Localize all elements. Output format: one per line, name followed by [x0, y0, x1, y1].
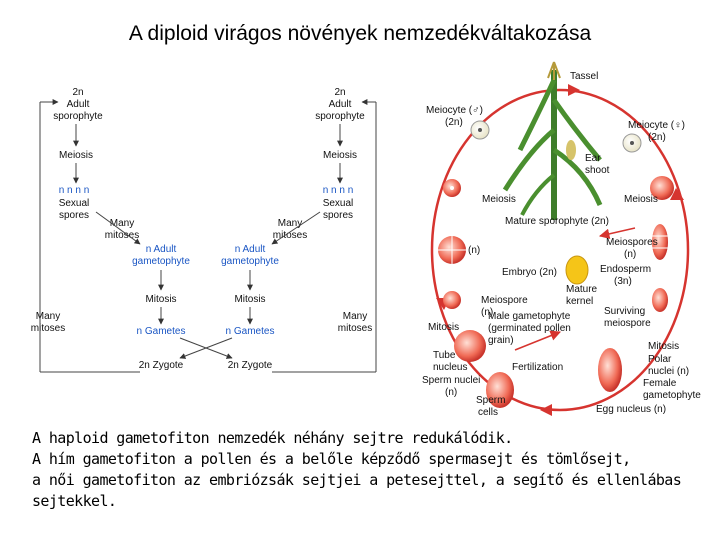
page-title: A diploid virágos növények nemzedékválta… [128, 22, 592, 45]
meiospore-label: Meiospore [481, 295, 528, 306]
female-gametophyte-label-1: Female [643, 378, 677, 389]
meiosis-right-label: Meiosis [624, 194, 658, 205]
right-zygote-label: 2n Zygote [228, 360, 273, 371]
egg-nucleus-label: Egg nucleus (n) [596, 404, 666, 415]
ear-shoot-label-2: shoot [585, 165, 610, 176]
sperm-cells-label-1: Sperm [476, 395, 505, 406]
right-spores-label: spores [323, 210, 353, 221]
left-mitoses-many: Many [110, 218, 134, 229]
cycle-ring [430, 88, 690, 412]
surviving-meiospore-label: meiospore [604, 318, 651, 329]
left-sporophyte-adult: Adult [67, 99, 90, 110]
left-gametophyte-label: gametophyte [132, 256, 190, 267]
left-mitoses-label: mitoses [105, 230, 139, 241]
right-sporophyte-adult: Adult [329, 99, 352, 110]
left-gametes-label: n Gametes [137, 326, 186, 337]
right-outer-mitoses-many: Many [343, 311, 367, 322]
surviving-label: Surviving [604, 306, 645, 317]
tube-nucleus-label-1: Tube [433, 350, 456, 361]
polar-nuclei-label-2: nuclei (n) [648, 366, 689, 377]
right-mitoses-many: Many [278, 218, 302, 229]
left-spores-label: spores [59, 210, 89, 221]
fertilization-label: Fertilization [512, 362, 563, 373]
sperm-nuclei-ploidy: (n) [445, 387, 457, 398]
meiocyte-male-label: Meiocyte (♂) [426, 105, 483, 116]
caption-line-3: a női gametofiton az embriózsák sejtjei … [32, 471, 682, 489]
meiocyte-female-ploidy: (2n) [648, 132, 666, 143]
left-spores-sexual: Sexual [59, 198, 90, 209]
n-label: (n) [468, 245, 480, 256]
right-mitoses-label: mitoses [273, 230, 307, 241]
right-outer-mitoses-label: mitoses [338, 323, 372, 334]
maize-life-cycle: Tassel Meiocyte (♂) (2n) Meiocyte (♀) (2… [422, 61, 701, 418]
right-sporophyte-label: sporophyte [315, 111, 365, 122]
left-spores-n: n n n n [59, 185, 90, 196]
mitosis-left-label: Mitosis [428, 322, 459, 333]
caption: A haploid gametofiton nemzedék néhány se… [32, 428, 712, 512]
meiosis-left-label: Meiosis [482, 194, 516, 205]
meiospore-ploidy: (n) [481, 307, 493, 318]
tube-nucleus-label-2: nucleus [433, 362, 467, 373]
male-gametophyte-detail-2: grain) [488, 335, 514, 346]
left-sporophyte-2n: 2n [72, 87, 83, 98]
endosperm-label: Endosperm [600, 264, 651, 275]
meiocyte-male-ploidy: (2n) [445, 117, 463, 128]
mature-sporophyte-label: Mature sporophyte (2n) [505, 216, 609, 227]
megaspores-ploidy: (n) [624, 249, 636, 260]
right-spores-sexual: Sexual [323, 198, 354, 209]
left-diagram-arrows [39, 99, 377, 373]
mature-kernel-label-1: Mature [566, 284, 598, 295]
sperm-nuclei-label: Sperm nuclei [422, 375, 480, 386]
right-spores-n: n n n n [323, 185, 354, 196]
left-outer-mitoses-label: mitoses [31, 323, 65, 334]
mature-kernel-label-2: kernel [566, 296, 593, 307]
left-zygote-label: 2n Zygote [139, 360, 184, 371]
right-gametes-label: n Gametes [226, 326, 275, 337]
male-gametophyte-label: Male gametophyte [488, 311, 571, 322]
caption-line-1: A haploid gametofiton nemzedék néhány se… [32, 429, 513, 447]
maize-plant-image [502, 61, 603, 220]
polar-nuclei-label-1: Polar [648, 354, 672, 365]
cycle-cells [438, 120, 674, 408]
left-cycle-diagram: 2n Adult sporophyte Meiosis n n n n Sexu… [31, 87, 377, 373]
right-meiosis-label: Meiosis [323, 150, 357, 161]
left-gametophyte-n: n Adult [146, 244, 177, 255]
tassel-label: Tassel [570, 71, 598, 82]
left-outer-mitoses-many: Many [36, 311, 60, 322]
left-sporophyte-label: sporophyte [53, 111, 103, 122]
female-gametophyte-label-2: gametophyte [643, 390, 701, 401]
megaspores-label: Meiospores [606, 237, 658, 248]
male-gametophyte-detail-1: (germinated pollen [488, 323, 571, 334]
left-mitosis-label: Mitosis [145, 294, 176, 305]
mitosis-right-label: Mitosis [648, 341, 679, 352]
caption-line-4: sejtekkel. [32, 492, 117, 510]
right-sporophyte-2n: 2n [334, 87, 345, 98]
right-mitosis-label: Mitosis [234, 294, 265, 305]
sperm-cells-label-2: cells [478, 407, 498, 418]
caption-line-2: A hím gametofiton a pollen és a belőle k… [32, 450, 631, 468]
right-gametophyte-label: gametophyte [221, 256, 279, 267]
ear-shoot-label-1: Ear [585, 153, 601, 164]
endosperm-ploidy: (3n) [614, 276, 632, 287]
meiocyte-female-label: Meiocyte (♀) [628, 120, 685, 131]
embryo-label: Embryo (2n) [502, 267, 557, 278]
right-gametophyte-n: n Adult [235, 244, 266, 255]
left-meiosis-label: Meiosis [59, 150, 93, 161]
